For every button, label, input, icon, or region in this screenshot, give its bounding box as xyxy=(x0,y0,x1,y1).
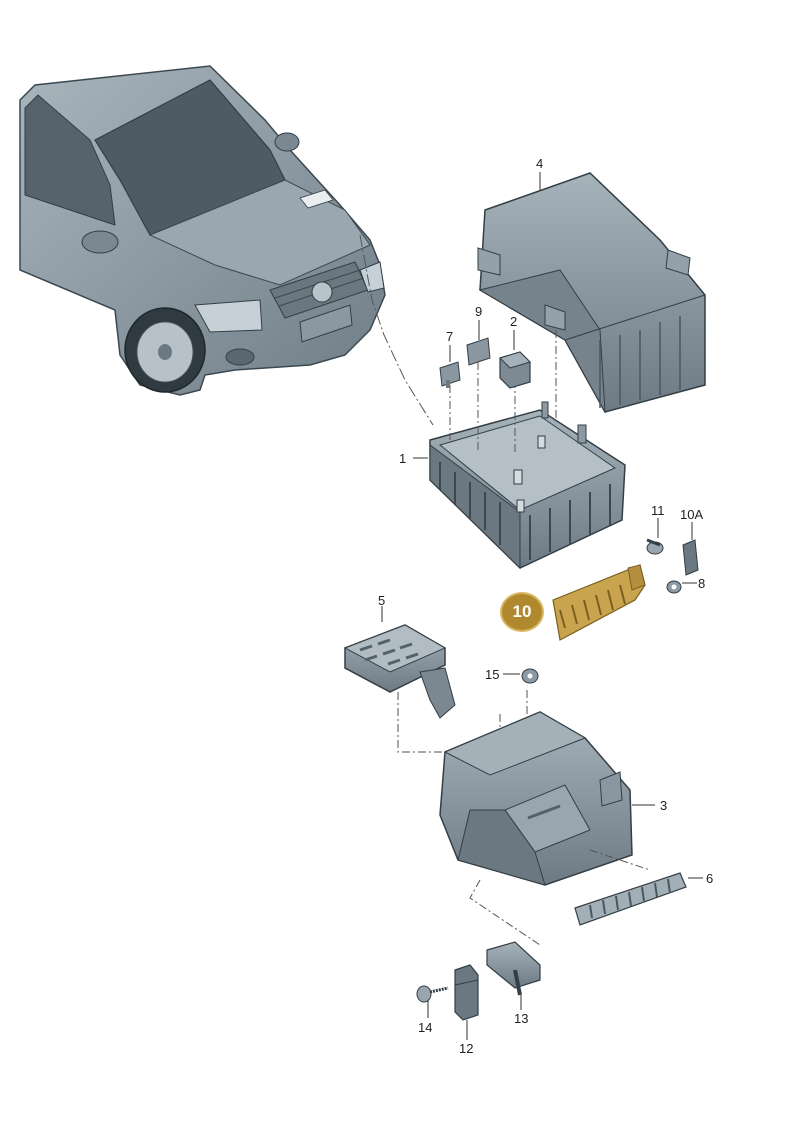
highlight-callout-10[interactable]: 10 xyxy=(500,592,544,632)
part-15-nut xyxy=(521,668,539,684)
part-10-fuse-strip xyxy=(552,564,646,641)
part-4-cover xyxy=(477,172,706,413)
part-8-nut xyxy=(666,580,682,594)
part-label-14: 14 xyxy=(418,1020,433,1035)
part-11-bolt xyxy=(646,538,664,555)
part-5-module xyxy=(343,624,456,719)
part-label-5: 5 xyxy=(378,593,386,608)
part-6-terminal-strip xyxy=(574,872,687,926)
part-9-fuse xyxy=(466,337,491,366)
part-2-relay xyxy=(499,351,531,389)
part-label-15: 15 xyxy=(485,667,500,682)
part-13-holder xyxy=(486,941,541,996)
part-label-7: 7 xyxy=(446,329,454,344)
part-label-3: 3 xyxy=(660,798,668,813)
part-14-screw xyxy=(416,985,449,1003)
part-label-13: 13 xyxy=(514,1011,529,1026)
vehicle-illustration xyxy=(19,65,386,396)
part-label-8: 8 xyxy=(698,576,706,591)
part-label-11: 11 xyxy=(651,503,665,518)
part-7-fuse xyxy=(439,361,461,388)
part-label-9: 9 xyxy=(475,304,483,319)
part-label-1: 1 xyxy=(399,451,407,466)
part-1-fuse-box xyxy=(429,401,626,570)
part-3-bracket xyxy=(439,711,633,886)
part-12-fuse-holder xyxy=(454,964,479,1021)
part-label-2: 2 xyxy=(510,314,518,329)
part-label-12: 12 xyxy=(459,1041,474,1056)
part-label-6: 6 xyxy=(706,871,714,886)
part-10a-fuse xyxy=(682,539,699,576)
part-label-10a: 10A xyxy=(680,507,704,522)
part-label-4: 4 xyxy=(536,156,544,171)
